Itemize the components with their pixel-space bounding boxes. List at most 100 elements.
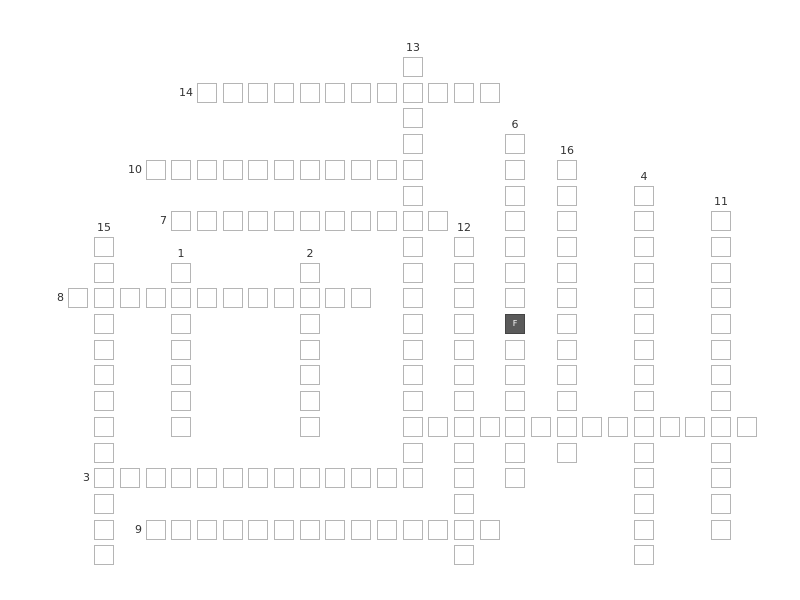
crossword-cell[interactable]	[403, 340, 423, 360]
crossword-cell[interactable]	[274, 520, 294, 540]
crossword-cell[interactable]	[197, 468, 217, 488]
crossword-cell[interactable]	[711, 443, 731, 463]
crossword-cell[interactable]	[300, 468, 320, 488]
crossword-cell[interactable]	[403, 443, 423, 463]
crossword-cell[interactable]	[300, 288, 320, 308]
crossword-cell[interactable]	[171, 365, 191, 385]
crossword-cell[interactable]	[634, 314, 654, 334]
crossword-cell[interactable]	[146, 288, 166, 308]
crossword-cell[interactable]	[171, 314, 191, 334]
crossword-cell[interactable]	[505, 340, 525, 360]
crossword-cell[interactable]	[120, 288, 140, 308]
crossword-cell[interactable]	[454, 494, 474, 514]
crossword-cell[interactable]	[454, 545, 474, 565]
crossword-cell[interactable]	[557, 237, 577, 257]
crossword-cell[interactable]	[505, 263, 525, 283]
crossword-cell[interactable]	[505, 211, 525, 231]
crossword-cell[interactable]	[248, 468, 268, 488]
crossword-cell[interactable]	[634, 186, 654, 206]
crossword-cell[interactable]	[403, 83, 423, 103]
crossword-cell[interactable]	[454, 443, 474, 463]
crossword-cell[interactable]	[711, 288, 731, 308]
crossword-cell[interactable]	[557, 340, 577, 360]
crossword-cell[interactable]	[557, 365, 577, 385]
crossword-cell[interactable]	[454, 520, 474, 540]
crossword-cell[interactable]	[557, 288, 577, 308]
crossword-cell[interactable]	[223, 468, 243, 488]
crossword-cell[interactable]	[171, 468, 191, 488]
crossword-cell[interactable]	[557, 417, 577, 437]
crossword-cell[interactable]	[634, 263, 654, 283]
crossword-cell[interactable]	[94, 314, 114, 334]
crossword-cell[interactable]	[94, 237, 114, 257]
crossword-cell[interactable]	[94, 391, 114, 411]
crossword-cell[interactable]	[171, 288, 191, 308]
crossword-cell[interactable]	[403, 211, 423, 231]
crossword-cell[interactable]	[94, 288, 114, 308]
crossword-cell[interactable]	[171, 263, 191, 283]
crossword-cell[interactable]	[351, 520, 371, 540]
crossword-cell[interactable]	[377, 520, 397, 540]
crossword-cell[interactable]	[454, 83, 474, 103]
crossword-cell[interactable]	[197, 211, 217, 231]
crossword-cell[interactable]	[428, 520, 448, 540]
crossword-cell[interactable]	[325, 160, 345, 180]
crossword-cell[interactable]	[634, 340, 654, 360]
crossword-cell[interactable]	[634, 545, 654, 565]
crossword-cell[interactable]	[146, 520, 166, 540]
crossword-cell[interactable]	[480, 83, 500, 103]
crossword-cell[interactable]	[403, 314, 423, 334]
crossword-cell[interactable]	[557, 160, 577, 180]
crossword-cell[interactable]	[711, 494, 731, 514]
crossword-cell[interactable]	[274, 211, 294, 231]
crossword-cell[interactable]	[325, 468, 345, 488]
crossword-cell[interactable]	[248, 211, 268, 231]
crossword-cell[interactable]	[300, 391, 320, 411]
crossword-cell[interactable]	[223, 211, 243, 231]
crossword-cell[interactable]	[300, 160, 320, 180]
crossword-cell[interactable]	[325, 520, 345, 540]
crossword-cell[interactable]	[711, 263, 731, 283]
crossword-cell[interactable]	[505, 365, 525, 385]
crossword-cell[interactable]	[94, 417, 114, 437]
crossword-cell[interactable]	[660, 417, 680, 437]
crossword-cell[interactable]	[634, 417, 654, 437]
crossword-cell[interactable]	[454, 314, 474, 334]
crossword-cell[interactable]	[403, 520, 423, 540]
crossword-cell[interactable]	[557, 391, 577, 411]
crossword-cell[interactable]	[711, 237, 731, 257]
crossword-cell[interactable]	[454, 288, 474, 308]
crossword-cell[interactable]	[171, 417, 191, 437]
crossword-cell[interactable]	[351, 211, 371, 231]
crossword-cell[interactable]	[711, 468, 731, 488]
crossword-cell[interactable]	[171, 391, 191, 411]
crossword-cell[interactable]	[351, 160, 371, 180]
crossword-cell[interactable]	[634, 365, 654, 385]
crossword-cell[interactable]	[711, 211, 731, 231]
crossword-cell[interactable]	[685, 417, 705, 437]
crossword-cell[interactable]	[171, 160, 191, 180]
crossword-cell[interactable]	[94, 340, 114, 360]
crossword-cell[interactable]	[223, 160, 243, 180]
crossword-cell[interactable]	[428, 417, 448, 437]
crossword-cell[interactable]	[634, 237, 654, 257]
crossword-cell[interactable]	[377, 83, 397, 103]
crossword-cell[interactable]	[557, 211, 577, 231]
crossword-cell[interactable]	[197, 520, 217, 540]
crossword-cell[interactable]	[454, 365, 474, 385]
crossword-cell[interactable]	[403, 237, 423, 257]
crossword-cell[interactable]	[223, 520, 243, 540]
crossword-cell[interactable]	[454, 391, 474, 411]
crossword-cell[interactable]	[300, 417, 320, 437]
crossword-cell[interactable]	[711, 340, 731, 360]
crossword-cell[interactable]	[403, 365, 423, 385]
crossword-cell[interactable]	[300, 263, 320, 283]
crossword-cell[interactable]	[557, 263, 577, 283]
crossword-cell[interactable]	[300, 211, 320, 231]
crossword-cell[interactable]	[403, 417, 423, 437]
crossword-cell[interactable]	[377, 468, 397, 488]
crossword-cell[interactable]	[403, 186, 423, 206]
crossword-cell[interactable]	[403, 57, 423, 77]
crossword-cell[interactable]	[403, 134, 423, 154]
crossword-cell[interactable]	[68, 288, 88, 308]
